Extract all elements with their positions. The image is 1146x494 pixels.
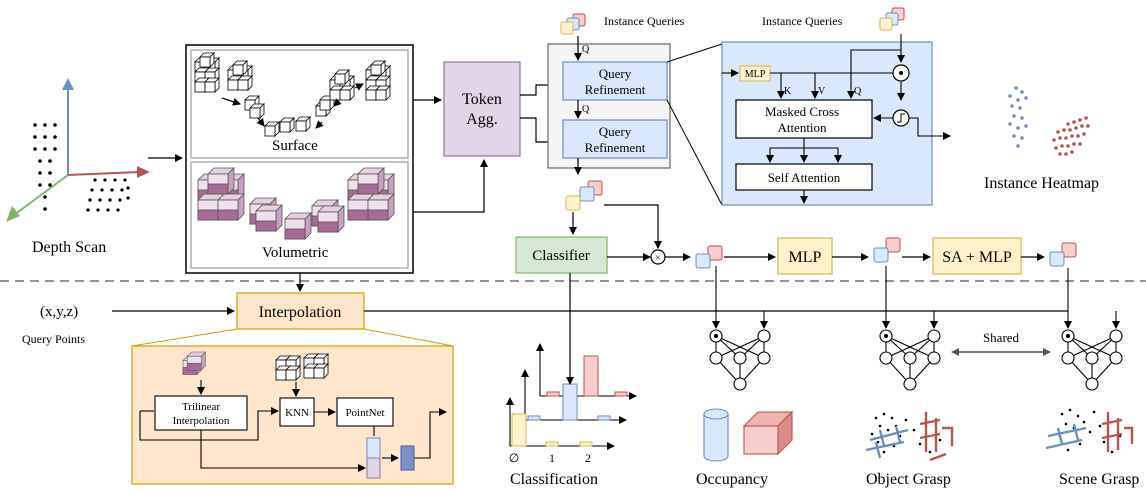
trilinear-label-1: Trilinear xyxy=(182,401,220,413)
svg-text:×: × xyxy=(655,253,661,264)
instance-heatmap-label: Instance Heatmap xyxy=(984,175,1099,192)
masked-cross-label-1: Masked Cross xyxy=(765,104,839,119)
occupancy-network xyxy=(709,329,771,391)
query-refinement-2 xyxy=(562,119,668,159)
classifier-label: Classifier xyxy=(532,248,590,264)
query-refinement-1-label-a: Query xyxy=(599,66,632,81)
interp-detail-wiring xyxy=(139,407,447,472)
attention-wiring xyxy=(722,34,951,204)
q-label-3: Q xyxy=(854,86,862,97)
mlp-label: MLP xyxy=(789,249,822,266)
shared-label: Shared xyxy=(983,330,1020,345)
token-agg-label-1: Token xyxy=(462,91,502,108)
class-bar-y0 xyxy=(511,413,527,447)
object-grasp-label: Object Grasp xyxy=(866,471,951,488)
knn-block xyxy=(279,397,315,427)
scene-grasp-network xyxy=(1061,329,1123,391)
scene-grasp-visual xyxy=(1045,408,1134,454)
interpolation-label: Interpolation xyxy=(259,304,342,321)
classifier-block xyxy=(515,236,608,274)
instance-queries-icon-left xyxy=(560,13,586,35)
xyz-label: (x,y,z) xyxy=(40,304,78,320)
volumetric-label: Volumetric xyxy=(262,245,329,261)
mlp-block xyxy=(777,237,833,275)
class-bar-y2 xyxy=(579,441,593,447)
v-label: V xyxy=(818,86,826,97)
interp-zoom-left xyxy=(131,328,238,347)
zoom-line-top xyxy=(666,43,723,63)
pointnet-block xyxy=(336,397,394,427)
q-label-1: Q xyxy=(582,44,590,55)
instance-queries-label-left: Instance Queries xyxy=(604,14,685,28)
query-refinement-1 xyxy=(562,61,668,101)
self-attention-block xyxy=(735,163,873,191)
scene-grasp-label: Scene Grasp xyxy=(1059,471,1139,488)
instance-queries-icon-right xyxy=(879,7,905,31)
tick-2: 2 xyxy=(585,451,591,465)
token-pair-2 xyxy=(873,237,901,263)
depth-scan-points xyxy=(33,123,130,212)
query-refinement-1-label-b: Refinement xyxy=(585,82,646,97)
sa-mlp-block xyxy=(932,237,1022,275)
surface-arrows xyxy=(221,83,364,129)
sa-mlp-label: SA + MLP xyxy=(942,249,1012,266)
k-label: K xyxy=(784,86,792,97)
query-refinement-2-label-a: Query xyxy=(599,124,632,139)
class-bar-b2 xyxy=(597,415,611,421)
trilinear-label-2: Interpolation xyxy=(173,415,230,427)
instance-heatmap-points xyxy=(1008,86,1090,156)
masked-cross-label-2: Attention xyxy=(777,120,827,135)
query-points-label: Query Points xyxy=(22,332,85,346)
class-bar-r2 xyxy=(583,355,599,397)
depth-scan-axes xyxy=(6,78,150,222)
tick-1: 1 xyxy=(549,451,555,465)
queries-to-mult-arrow xyxy=(604,204,662,249)
object-grasp-visual xyxy=(865,412,954,462)
occupancy-cylinder xyxy=(703,408,729,462)
class-bar-r0 xyxy=(546,391,560,397)
token-pair-1 xyxy=(695,245,723,269)
occupancy-label: Occupancy xyxy=(696,471,768,488)
instance-queries-label-right: Instance Queries xyxy=(762,14,843,28)
knn-label: KNN xyxy=(285,407,309,419)
volumetric-to-tokenagg-arrow xyxy=(413,159,488,213)
class-bar-b1 xyxy=(562,383,578,421)
concat-feature-bottom xyxy=(366,457,381,479)
q-label-2: Q xyxy=(582,104,590,115)
interp-zoom-right xyxy=(363,328,454,347)
surface-label: Surface xyxy=(272,138,318,154)
token-agg-label-2: Agg. xyxy=(466,111,498,128)
masked-cross-attention-block xyxy=(735,99,873,139)
token-pair-3 xyxy=(1049,242,1077,267)
small-mlp-label: MLP xyxy=(745,69,766,80)
classification-label: Classification xyxy=(510,471,598,488)
trilinear-block xyxy=(154,395,248,431)
class-bar-b0 xyxy=(527,415,541,421)
depth-scan-label: Depth Scan xyxy=(32,239,106,256)
object-grasp-network xyxy=(879,329,941,391)
zoom-line-bottom xyxy=(666,99,723,206)
occupancy-box xyxy=(742,410,794,456)
tick-empty: ∅ xyxy=(509,451,519,465)
query-refinement-2-label-b: Refinement xyxy=(585,140,646,155)
fused-feature xyxy=(400,445,415,471)
class-bar-r3 xyxy=(614,391,628,397)
token-agg-block xyxy=(443,61,521,157)
self-attention-label: Self Attention xyxy=(768,170,841,185)
class-bar-y1 xyxy=(545,441,559,447)
concat-feature-top xyxy=(366,437,381,459)
pointnet-label: PointNet xyxy=(345,407,384,419)
refined-queries-icon xyxy=(565,180,603,211)
